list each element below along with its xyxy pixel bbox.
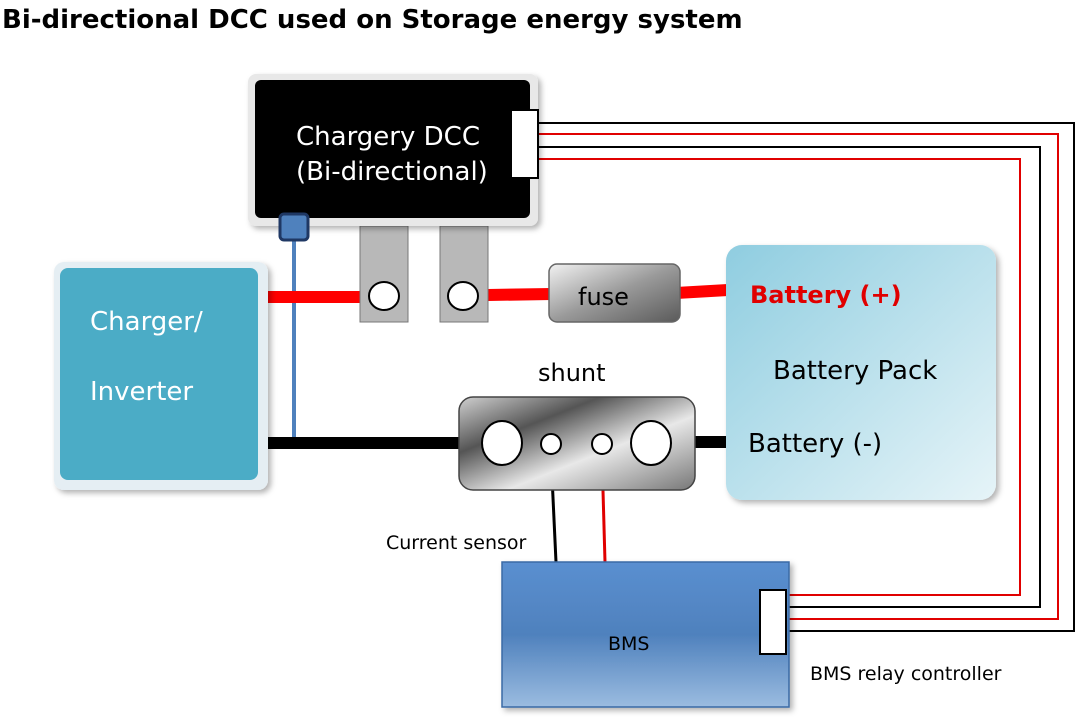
negative-wires (262, 436, 728, 449)
bms-relay-controller-label: BMS relay controller (810, 663, 1002, 685)
fuse: fuse (548, 263, 681, 323)
dcc-connector (510, 109, 539, 179)
battery-pack: Battery (+) Battery Pack Battery (-) (726, 245, 996, 500)
diagram-title: Bi-directional DCC used on Storage energ… (2, 5, 743, 35)
bms-relay-connector (759, 589, 787, 655)
relay-control-wires (538, 122, 1075, 632)
battery-positive-label: Battery (+) (750, 281, 902, 309)
battery-pack-label: Battery Pack (773, 356, 937, 386)
shunt-label: shunt (538, 359, 606, 387)
current-sensor-label: Current sensor (386, 532, 527, 554)
chargery-dcc: Chargery DCC (Bi-directional) (248, 74, 539, 242)
bms-label: BMS (608, 633, 650, 655)
dcc-signal-port (278, 212, 310, 242)
fuse-label: fuse (578, 283, 629, 311)
positive-wires (265, 284, 729, 303)
shunt (458, 396, 696, 491)
charger-inverter: Charger/ Inverter (54, 262, 268, 490)
inverter-label-line1: Charger/ (90, 307, 203, 337)
battery-negative-label: Battery (-) (748, 429, 882, 459)
dcc-terminals (359, 225, 489, 323)
dcc-label-line2: (Bi-directional) (296, 157, 488, 187)
inverter-label-line2: Inverter (90, 377, 193, 407)
bms: BMS (501, 561, 790, 708)
dcc-label-line1: Chargery DCC (296, 122, 480, 152)
